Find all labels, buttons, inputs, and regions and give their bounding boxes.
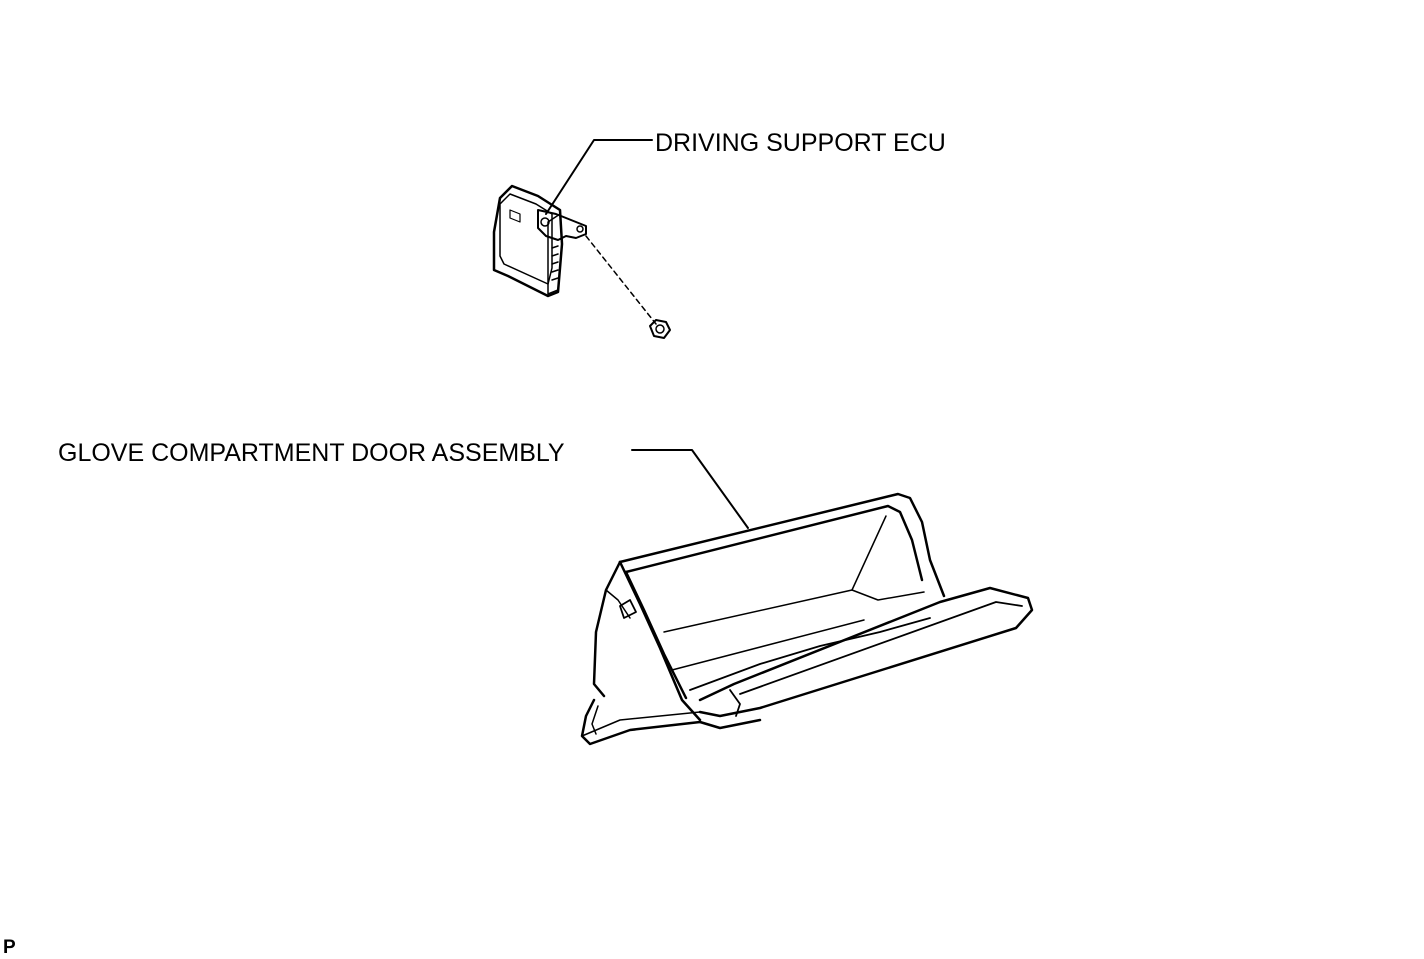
glove-compartment-door — [580, 492, 1034, 746]
ecu-label: DRIVING SUPPORT ECU — [655, 129, 946, 157]
install-dashed-line — [585, 235, 657, 325]
illustration-code: P — [3, 937, 16, 958]
glove-compartment-label: GLOVE COMPARTMENT DOOR ASSEMBLY — [58, 439, 565, 467]
glove-leader-line — [631, 449, 749, 529]
ecu-leader-line — [545, 139, 653, 215]
driving-support-ecu — [492, 184, 587, 298]
nut — [649, 319, 671, 339]
